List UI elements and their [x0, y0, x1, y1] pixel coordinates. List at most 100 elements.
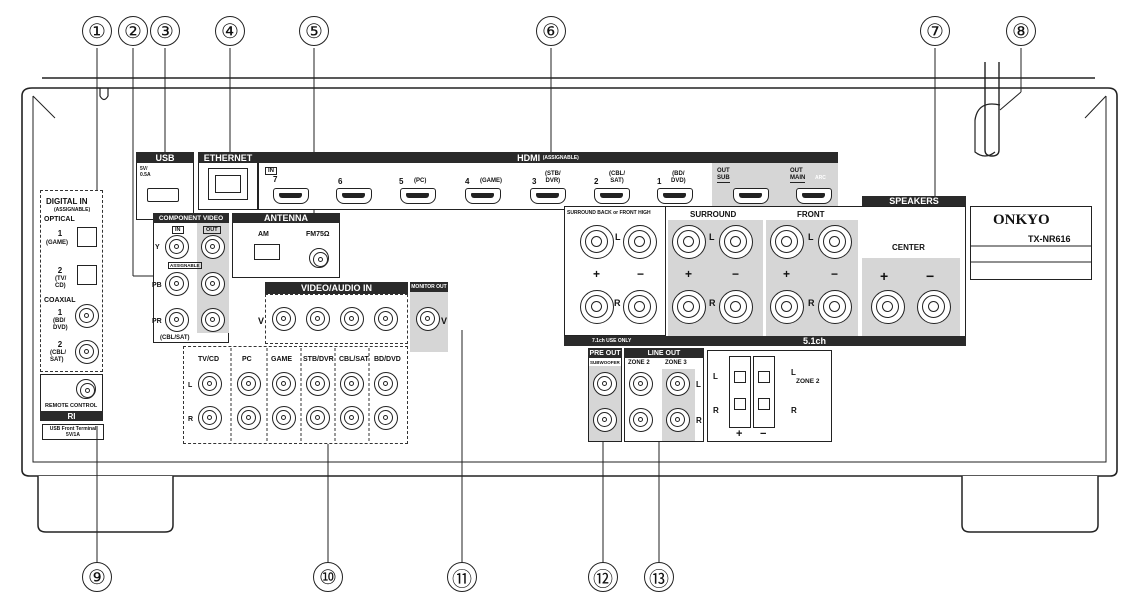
component-out-pb-jack[interactable]: [201, 272, 225, 296]
hdmi-out-main-port[interactable]: [796, 188, 832, 204]
hdmi-port-6[interactable]: [336, 188, 372, 204]
antenna-fm-jack[interactable]: [309, 248, 329, 268]
component-in-pb-jack[interactable]: [165, 272, 189, 296]
video-in-jack-1[interactable]: [272, 307, 296, 331]
audio-in-stbdvr-r[interactable]: [306, 406, 330, 430]
zone2-spk-l-minus-clip[interactable]: [758, 371, 770, 383]
surround-back-note: 7.1ch USE ONLY: [592, 338, 632, 344]
hdmi-port-3[interactable]: [530, 188, 566, 204]
ethernet-port-inner: [215, 175, 241, 193]
audio-in-tvcd-r[interactable]: [198, 406, 222, 430]
usb-port[interactable]: [147, 188, 179, 202]
monitor-out-jack[interactable]: [416, 307, 440, 331]
component-pb-label: PB: [152, 282, 162, 289]
optical-2-jack[interactable]: [77, 265, 97, 285]
zone2-spk-minus-terminal-block[interactable]: [753, 356, 775, 428]
zone3-line-l-jack[interactable]: [666, 372, 690, 396]
surround-r-plus-terminal[interactable]: [672, 290, 706, 324]
monitor-out-title: MONITOR OUT: [410, 282, 448, 292]
antenna-title: ANTENNA: [232, 213, 340, 223]
hdmi-port-5-num: 5: [399, 177, 404, 186]
coaxial-1-jack[interactable]: [75, 304, 99, 328]
audio-in-pc-r[interactable]: [237, 406, 261, 430]
audio-in-bddvd-l[interactable]: [374, 372, 398, 396]
callout-10: ⑩: [313, 562, 343, 592]
center-minus-terminal[interactable]: [917, 290, 951, 324]
subwoofer-jack-2[interactable]: [593, 408, 617, 432]
component-out-y-jack[interactable]: [201, 235, 225, 259]
optical-1-jack[interactable]: [77, 227, 97, 247]
hdmi-port-2[interactable]: [594, 188, 630, 204]
audio-in-bddvd-r[interactable]: [374, 406, 398, 430]
hdmi-port-4[interactable]: [465, 188, 501, 204]
sb-r-minus-terminal[interactable]: [623, 290, 657, 324]
subwoofer-jack-1[interactable]: [593, 372, 617, 396]
zone2-line-r-jack[interactable]: [629, 408, 653, 432]
zone3-line-r-jack[interactable]: [666, 408, 690, 432]
audio-in-cblsat-r[interactable]: [340, 406, 364, 430]
component-in-label: IN: [172, 226, 184, 234]
hdmi-header: HDMI (ASSIGNABLE): [258, 152, 838, 163]
callout-13: ⑬: [644, 562, 674, 592]
callout-9: ⑨: [82, 562, 112, 592]
hdmi-port-1[interactable]: [657, 188, 693, 204]
component-in-pr-jack[interactable]: [165, 308, 189, 332]
hdmi-port-4-name: (GAME): [480, 178, 502, 184]
zone2-line-l-jack[interactable]: [629, 372, 653, 396]
digital-in-section: [40, 190, 103, 372]
label-plate: [970, 206, 1092, 280]
callout-4: ④: [215, 16, 245, 46]
audio-in-col-game: GAME: [271, 356, 292, 363]
hdmi-port-5[interactable]: [400, 188, 436, 204]
callout-1: ①: [82, 16, 112, 46]
center-plus-terminal[interactable]: [871, 290, 905, 324]
speakers-51ch-bar: 5.1ch: [564, 336, 966, 346]
hdmi-port-7[interactable]: [273, 188, 309, 204]
sb-r-label: R: [614, 298, 621, 308]
sb-l-plus-terminal[interactable]: [580, 225, 614, 259]
hdmi-port-1-num: 1: [657, 177, 662, 186]
video-in-jack-4[interactable]: [374, 307, 398, 331]
zone2-spk-r-plus-clip[interactable]: [734, 398, 746, 410]
zone2-spk-r-minus-clip[interactable]: [758, 398, 770, 410]
sb-l-minus-terminal[interactable]: [623, 225, 657, 259]
audio-in-pc-l[interactable]: [237, 372, 261, 396]
audio-in-tvcd-l[interactable]: [198, 372, 222, 396]
antenna-fm-label: FM75Ω: [306, 231, 330, 238]
brand-logo-text: ONKYO: [993, 212, 1050, 228]
zone2-spk-plus-terminal-block[interactable]: [729, 356, 751, 428]
remote-control-jack[interactable]: [76, 379, 96, 399]
video-in-jack-3[interactable]: [340, 307, 364, 331]
coaxial-2-jack[interactable]: [75, 340, 99, 364]
component-y-label: Y: [155, 244, 160, 251]
video-in-v-label: V: [258, 316, 265, 326]
audio-in-col-tvcd: TV/CD: [198, 356, 219, 363]
component-out-pr-jack[interactable]: [201, 308, 225, 332]
audio-in-game-l[interactable]: [272, 372, 296, 396]
component-in-y-jack[interactable]: [165, 235, 189, 259]
surround-l-minus-terminal[interactable]: [719, 225, 753, 259]
audio-in-cblsat-l[interactable]: [340, 372, 364, 396]
sb-minus-label: −: [637, 267, 645, 281]
subwoofer-label: SUBWOOFER: [590, 360, 620, 365]
front-l-plus-terminal[interactable]: [770, 225, 804, 259]
hdmi-port-3-num: 3: [532, 177, 537, 186]
line-out-zone2-label: ZONE 2: [628, 360, 650, 366]
front-l-minus-terminal[interactable]: [818, 225, 852, 259]
front-r-minus-terminal[interactable]: [818, 290, 852, 324]
audio-in-r-label: R: [188, 416, 194, 423]
hdmi-in-label: IN: [265, 167, 277, 175]
video-in-jack-2[interactable]: [306, 307, 330, 331]
audio-in-game-r[interactable]: [272, 406, 296, 430]
callout-6: ⑥: [536, 16, 566, 46]
zone2-spk-l-plus-clip[interactable]: [734, 371, 746, 383]
surround-r-minus-terminal[interactable]: [719, 290, 753, 324]
antenna-am-terminal[interactable]: [254, 244, 280, 260]
ri-label: RI: [40, 411, 103, 421]
surround-l-plus-terminal[interactable]: [672, 225, 706, 259]
sb-r-plus-terminal[interactable]: [580, 290, 614, 324]
hdmi-out-sub-port[interactable]: [733, 188, 769, 204]
audio-in-stbdvr-l[interactable]: [306, 372, 330, 396]
front-r-plus-terminal[interactable]: [770, 290, 804, 324]
zone2-spk-minus-label: −: [760, 428, 767, 440]
